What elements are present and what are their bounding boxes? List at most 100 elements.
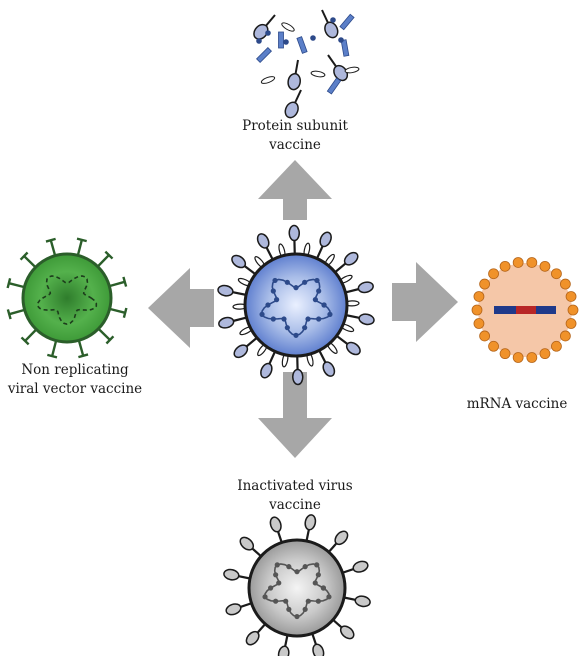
rna-bead [327,311,333,317]
vector-fiber [49,239,57,256]
arrow-up [258,160,332,220]
rna-bead [305,598,311,604]
rna-bead [270,288,276,294]
arrows [148,160,458,458]
coronavirus-icon [217,224,375,386]
rna-bead [286,606,292,612]
vector-fiber [109,307,126,315]
lipid-bead [479,278,491,290]
mrna-label: mRNA vaccine [466,396,568,412]
viral-vector-icon [6,237,128,359]
rna-bead [273,297,280,303]
spike-head [334,530,349,546]
rna-bead [312,297,319,303]
lipid-bead [499,348,511,360]
lipid-bead [471,304,483,316]
lipid-bead [488,340,499,352]
rna-bead [272,277,278,284]
spike-head [217,284,234,297]
spike-head [304,514,317,531]
vector-fiber [50,340,58,357]
lipid-bead [479,330,491,342]
spike-head [256,233,270,249]
lipid-bead [473,318,485,329]
spike-head [245,630,260,646]
rna-fragment [330,17,336,23]
rna-bead [302,279,308,285]
rna-bead [326,594,332,600]
rna-bead [281,316,287,322]
protein-fragment [278,31,284,49]
protein-subunit-label: Protein subunit vaccine [242,118,348,153]
vector-knob [19,251,29,261]
spike-head [277,645,290,656]
rna-fragment [283,39,289,45]
rna-bead [259,311,265,317]
lipid-bead [499,260,511,272]
rna-bead [320,585,326,591]
rna-bead [268,585,274,591]
rna-fragment [265,30,271,36]
protein-fragment [296,36,308,54]
spike-head [292,368,304,386]
spike-head [218,316,235,329]
spike-head [288,224,300,242]
vector-knob [78,353,89,359]
spike-head [322,361,336,377]
spike-head [319,231,332,248]
rna-bead [302,325,308,331]
lipid-bead [565,291,577,302]
rna-fragment [256,38,262,44]
spike-head [239,536,255,551]
rna-bead [321,302,327,308]
lipid-bead [512,257,524,268]
vector-knob [104,250,114,260]
vector-fiber [97,327,111,341]
vector-knob [45,237,56,243]
spike-head [260,362,273,379]
rna-bead [274,562,280,568]
spike-protein [284,89,302,119]
rna-bead [273,598,279,604]
spike-head [231,254,247,269]
rna-bead [316,316,322,322]
vector-fiber [109,280,126,288]
rna-bead [314,562,320,568]
vector-knob [20,336,30,346]
rna-bead [265,302,271,308]
lipid-bead [559,330,571,342]
spike-protein [287,59,301,91]
protein-fragment [339,13,355,31]
spike-head [223,568,240,581]
rna-bead [262,594,268,600]
viral-vector-label: Non replicating viral vector vaccine [7,362,143,397]
rna-bead [293,285,299,291]
protein-fragment [326,77,342,95]
lipid-bead [488,268,499,280]
rna-bead [276,580,282,586]
vector-knob [6,278,12,289]
arrow-left [148,268,214,348]
vector-fiber [24,328,38,342]
spike-protein [321,9,339,39]
rna-bead [273,572,279,578]
inactivated-virus-label: Inactivated virus vaccine [237,478,353,513]
lipid-bead [565,318,577,329]
rna-bead [312,580,318,586]
lipid-bead [539,348,551,360]
rna-bead [315,572,321,578]
rna-bead [302,606,308,612]
rna-bead [302,564,308,570]
rna-bead [270,316,276,322]
spike-head [358,313,375,326]
lipid-bead [551,340,562,352]
vector-fiber [96,254,110,268]
membrane-fragment [281,22,295,32]
spike-head [352,560,369,573]
vector-knob [122,307,128,318]
vector-knob [76,237,87,243]
lipid-bead [567,304,579,316]
lipid-bead [473,291,485,302]
spike-head [233,344,249,359]
lipid-bead [526,257,538,268]
